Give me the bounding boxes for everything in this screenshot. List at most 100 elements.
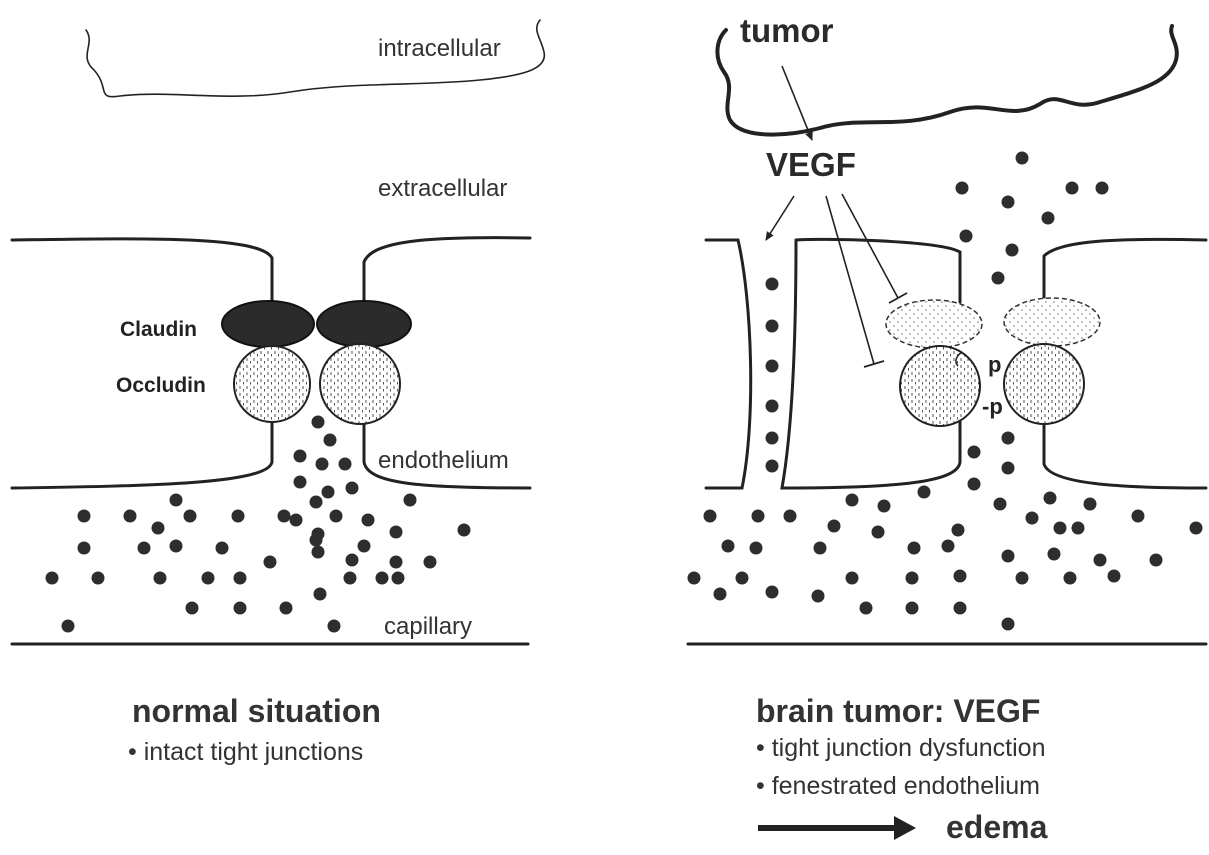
vegf-inhibits-occludin — [825, 195, 875, 365]
molecule-dot — [967, 445, 981, 459]
molecule-dot — [1001, 461, 1015, 475]
phosphate-label: p — [988, 352, 1001, 377]
molecule-dot — [953, 569, 967, 583]
molecule-dot — [1001, 431, 1015, 445]
molecule-dot — [1005, 243, 1019, 257]
molecule-dot — [1149, 553, 1163, 567]
molecule-dot — [313, 587, 327, 601]
molecule-dot — [357, 539, 371, 553]
molecule-dot — [345, 481, 359, 495]
molecule-dot — [389, 555, 403, 569]
claudin-protein-degraded — [885, 299, 983, 349]
molecule-dot — [457, 523, 471, 537]
right-panel: tumor VEGF p -p brain tumor: VEGF • tigh… — [686, 12, 1208, 845]
molecule-dot — [45, 571, 59, 585]
molecule-dot — [991, 271, 1005, 285]
molecule-dot — [827, 519, 841, 533]
normal-bullet: • intact tight junctions — [128, 738, 363, 766]
occludin-protein — [233, 345, 311, 423]
molecule-dot — [1189, 521, 1203, 535]
molecule-dot — [859, 601, 873, 615]
inhibition-bar-icon — [863, 360, 885, 368]
fenestration-wall-right — [780, 237, 962, 490]
molecule-dot — [169, 493, 183, 507]
molecule-dot — [311, 415, 325, 429]
molecule-dot — [153, 571, 167, 585]
endothelial-cell-left — [10, 237, 274, 490]
molecule-dot — [279, 601, 293, 615]
molecule-dot — [215, 541, 229, 555]
molecule-dot — [1041, 211, 1055, 225]
molecule-dot — [1065, 181, 1079, 195]
dysfunction-bullet: • tight junction dysfunction — [756, 734, 1045, 762]
molecule-dot — [1015, 571, 1029, 585]
molecule-dot — [765, 431, 779, 445]
molecule-dot — [1043, 491, 1057, 505]
molecule-dot — [309, 533, 323, 547]
molecule-dot — [201, 571, 215, 585]
molecule-dot — [77, 509, 91, 523]
brain-tumor-heading: brain tumor: VEGF — [756, 693, 1040, 729]
molecule-dot — [783, 509, 797, 523]
tumor-membrane — [715, 24, 1179, 137]
molecule-dot — [1095, 181, 1109, 195]
intracellular-membrane — [85, 19, 546, 98]
molecule-dot — [713, 587, 727, 601]
molecule-dot — [375, 571, 389, 585]
extracellular-label: extracellular — [378, 175, 507, 202]
molecule-dot — [1047, 547, 1061, 561]
molecule-dot — [327, 619, 341, 633]
molecule-dot — [403, 493, 417, 507]
molecule-dot — [338, 457, 352, 471]
molecule-dot — [1053, 521, 1067, 535]
molecule-dot — [1015, 151, 1029, 165]
molecule-dot — [813, 541, 827, 555]
molecule-dot — [765, 585, 779, 599]
molecule-dot — [389, 525, 403, 539]
molecule-dot — [749, 541, 763, 555]
molecule-dot — [1071, 521, 1085, 535]
molecule-dot — [1025, 511, 1039, 525]
molecule-dot — [309, 495, 323, 509]
molecule-dot — [765, 399, 779, 413]
molecule-dot — [169, 539, 183, 553]
molecule-dot — [721, 539, 735, 553]
molecule-dot — [1131, 509, 1145, 523]
molecule-dot — [183, 509, 197, 523]
molecule-dot — [765, 319, 779, 333]
molecule-dot — [941, 539, 955, 553]
molecule-dot — [361, 513, 375, 527]
molecule-dot — [877, 499, 891, 513]
molecule-dot — [1001, 549, 1015, 563]
endothelium-label: endothelium — [378, 447, 509, 474]
molecule-dot — [91, 571, 105, 585]
molecule-dot — [845, 493, 859, 507]
molecule-dot — [871, 525, 885, 539]
tumor-label: tumor — [740, 12, 834, 49]
vegf-label: VEGF — [766, 146, 856, 183]
molecule-dot — [687, 571, 701, 585]
fenestration-wall-left — [704, 238, 753, 490]
molecule-dot — [1107, 569, 1121, 583]
left-panel: intracellular extracellular Claudin Occl… — [10, 19, 546, 766]
edema-arrowhead-icon — [894, 816, 916, 840]
occludin-protein-phosphorylated — [899, 345, 981, 427]
capillary-label: capillary — [384, 613, 472, 640]
right-molecule-dots — [687, 151, 1203, 631]
occludin-protein-phosphorylated — [1003, 343, 1085, 425]
molecule-dot — [263, 555, 277, 569]
molecule-dot — [321, 485, 335, 499]
molecule-dot — [233, 571, 247, 585]
molecule-dot — [277, 509, 291, 523]
molecule-dot — [1001, 617, 1015, 631]
molecule-dot — [231, 509, 245, 523]
phosphate-label: -p — [982, 394, 1003, 419]
molecule-dot — [703, 509, 717, 523]
molecule-dot — [315, 457, 329, 471]
molecule-dot — [1001, 195, 1015, 209]
molecule-dot — [185, 601, 199, 615]
molecule-dot — [293, 449, 307, 463]
molecule-dot — [993, 497, 1007, 511]
molecule-dot — [967, 477, 981, 491]
